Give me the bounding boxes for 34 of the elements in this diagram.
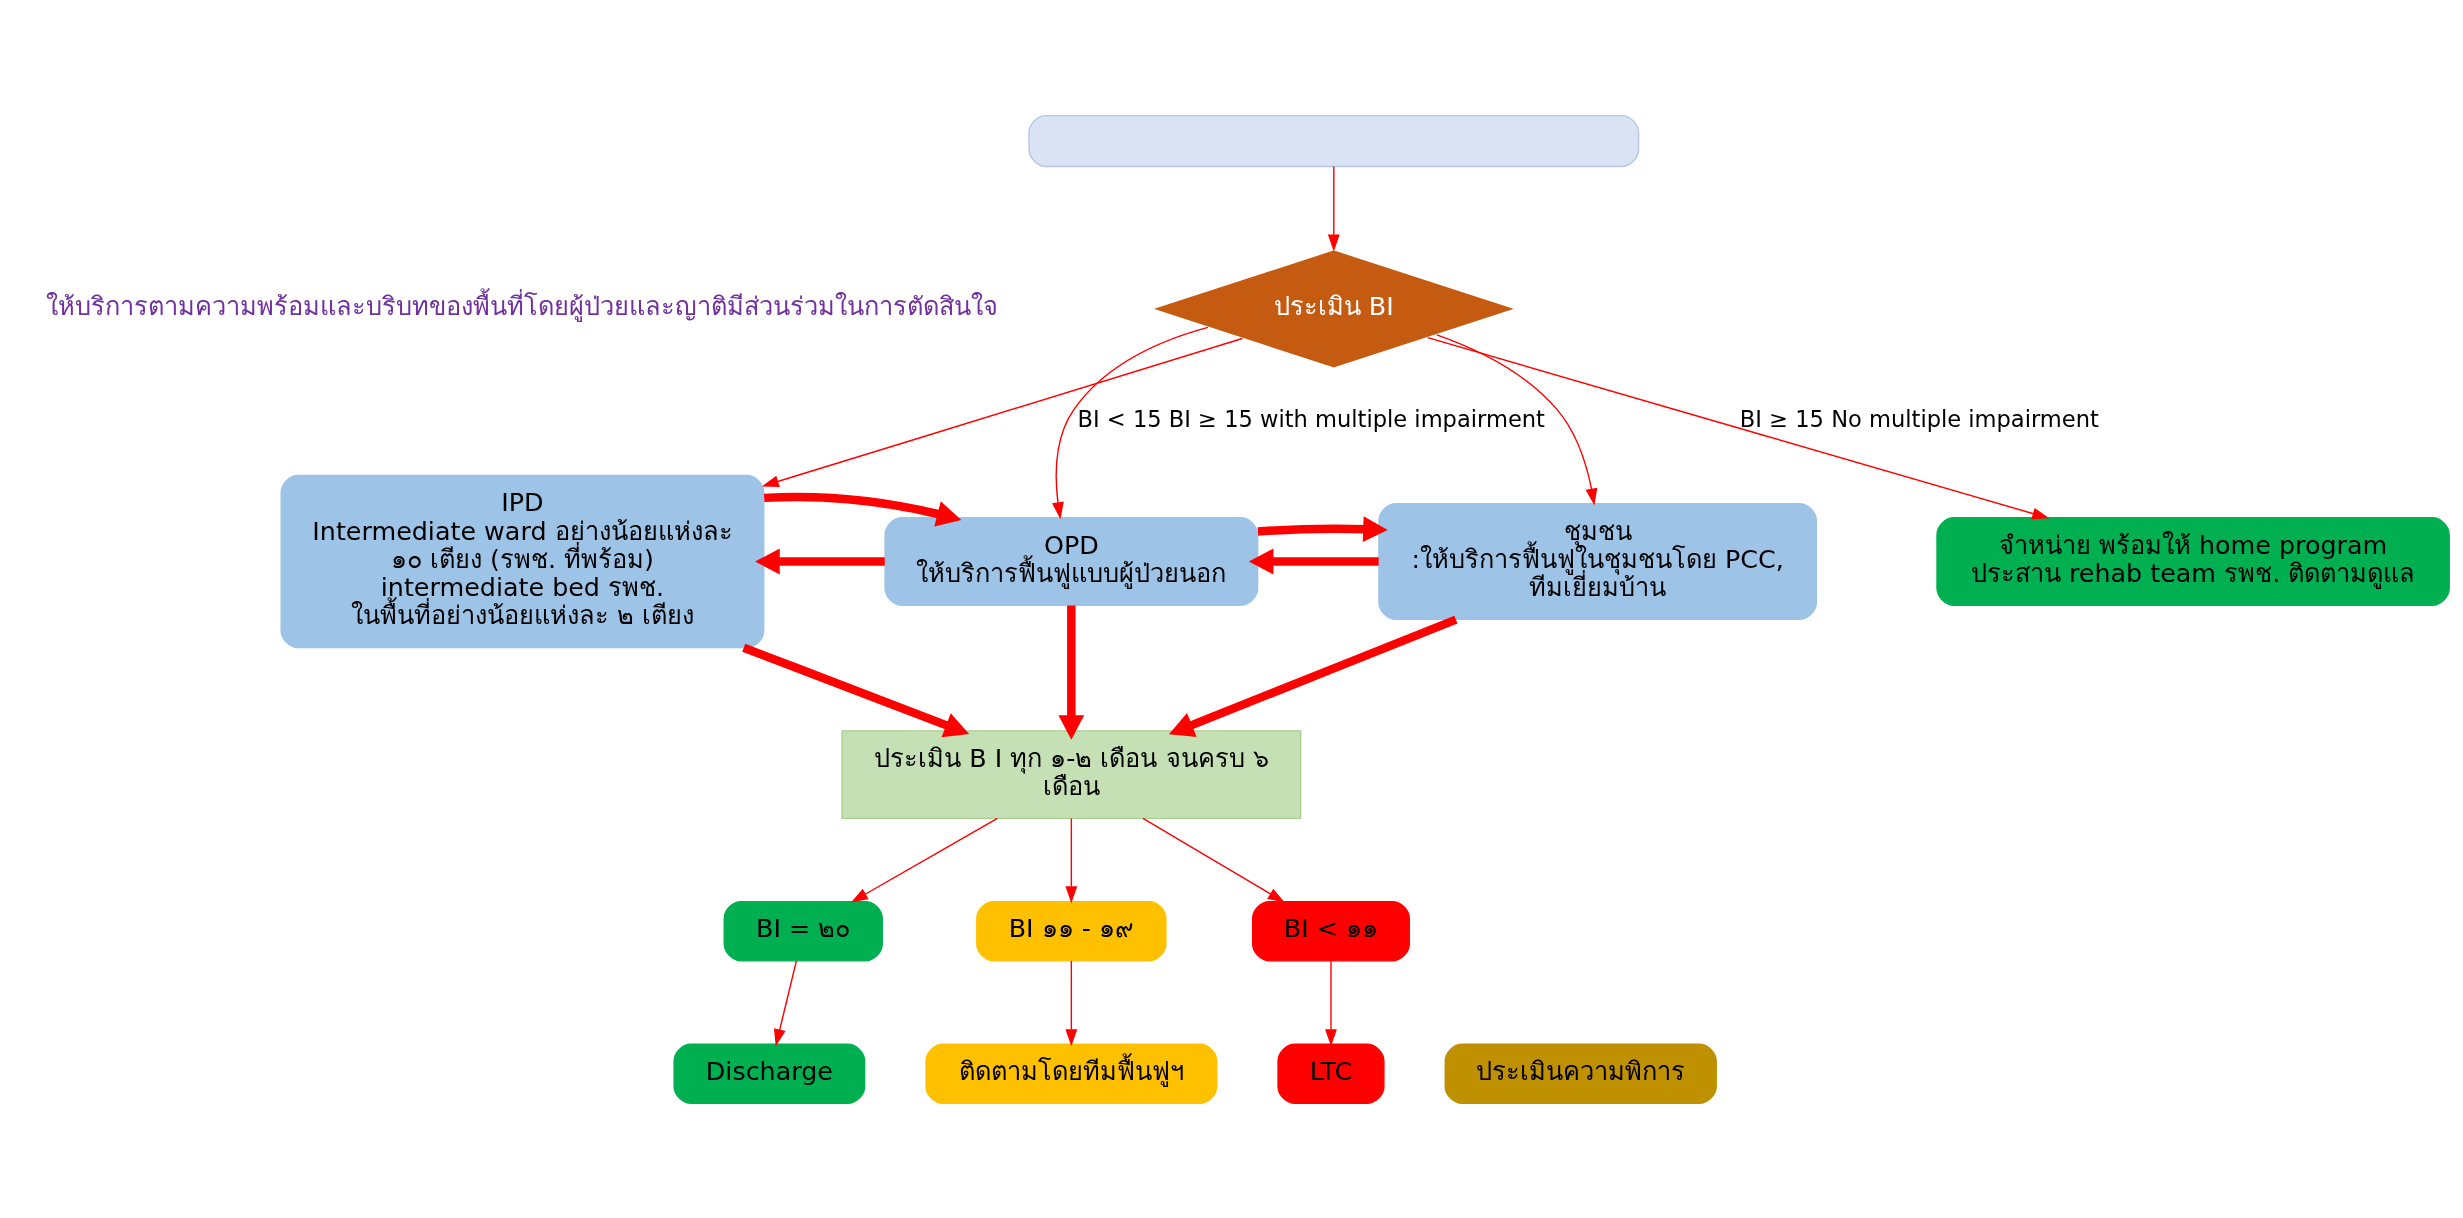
node-box: IPD Intermediate ward อย่างน้อยแห่งละ ๑๐ เตียง (รพช. ที่พร้อม) intermediate bed รพช. ในพื้นที่อย่างน้อยแห่งละ ๒ เตียง	[280, 474, 765, 648]
node-box: BI < ๑๑	[1251, 900, 1410, 962]
arrow	[1248, 548, 1379, 574]
node-box: BI = ๒๐	[723, 900, 883, 962]
arrow	[764, 492, 962, 526]
node-box: BI ๑๑ - ๑๙	[976, 900, 1167, 962]
node-box: ติดตามโดยทีมฟื้นฟูฯ	[925, 1042, 1218, 1104]
arrow	[1325, 959, 1337, 1046]
arrow	[1052, 326, 1209, 519]
node-box: จำหน่าย พร้อมให้ home program ประสาน rehab team รพช. ติดตามดูแล	[1936, 516, 2450, 606]
arrow	[761, 337, 1243, 487]
label: ให้บริการตามความพร้อมและบริบทของพื้นที่โดยผู้ป่วยและญาติมีส่วนร่วมในการตัดสินใจ	[46, 290, 999, 321]
arrow	[755, 548, 885, 574]
arrow	[1327, 165, 1340, 251]
arrow	[1436, 333, 1598, 505]
node-box: ชุมชน :ให้บริการฟื้นฟูในชุมชนโดย PCC, ทีมเยี่ยมบ้าน	[1378, 502, 1818, 620]
arrow	[742, 643, 970, 737]
node-box: ประเมินความพิการ	[1444, 1042, 1717, 1104]
arrow	[1058, 605, 1085, 740]
node-box: LTC	[1277, 1042, 1385, 1104]
node-box: OPD ให้บริการฟื้นฟูแบบผู้ป่วยนอก	[884, 516, 1259, 606]
arrow	[1065, 817, 1078, 903]
node-box: Discharge	[673, 1042, 866, 1104]
edge-label: BI ≥ 15 No multiple impairment	[1739, 405, 2099, 432]
arrow	[851, 817, 999, 902]
arrow	[1168, 615, 1458, 737]
edge-label: BI < 15 BI ≥ 15 with multiple impairment	[1077, 405, 1545, 432]
arrow	[1257, 515, 1388, 542]
node-box	[1028, 114, 1640, 167]
arrow	[1065, 959, 1078, 1046]
arrow	[1142, 817, 1285, 902]
arrow	[773, 959, 798, 1046]
arrow	[1427, 336, 2050, 519]
node-box: ประเมิน B I ทุก ๑-๒ เดือน จนครบ ๖ เดือน	[841, 729, 1302, 819]
